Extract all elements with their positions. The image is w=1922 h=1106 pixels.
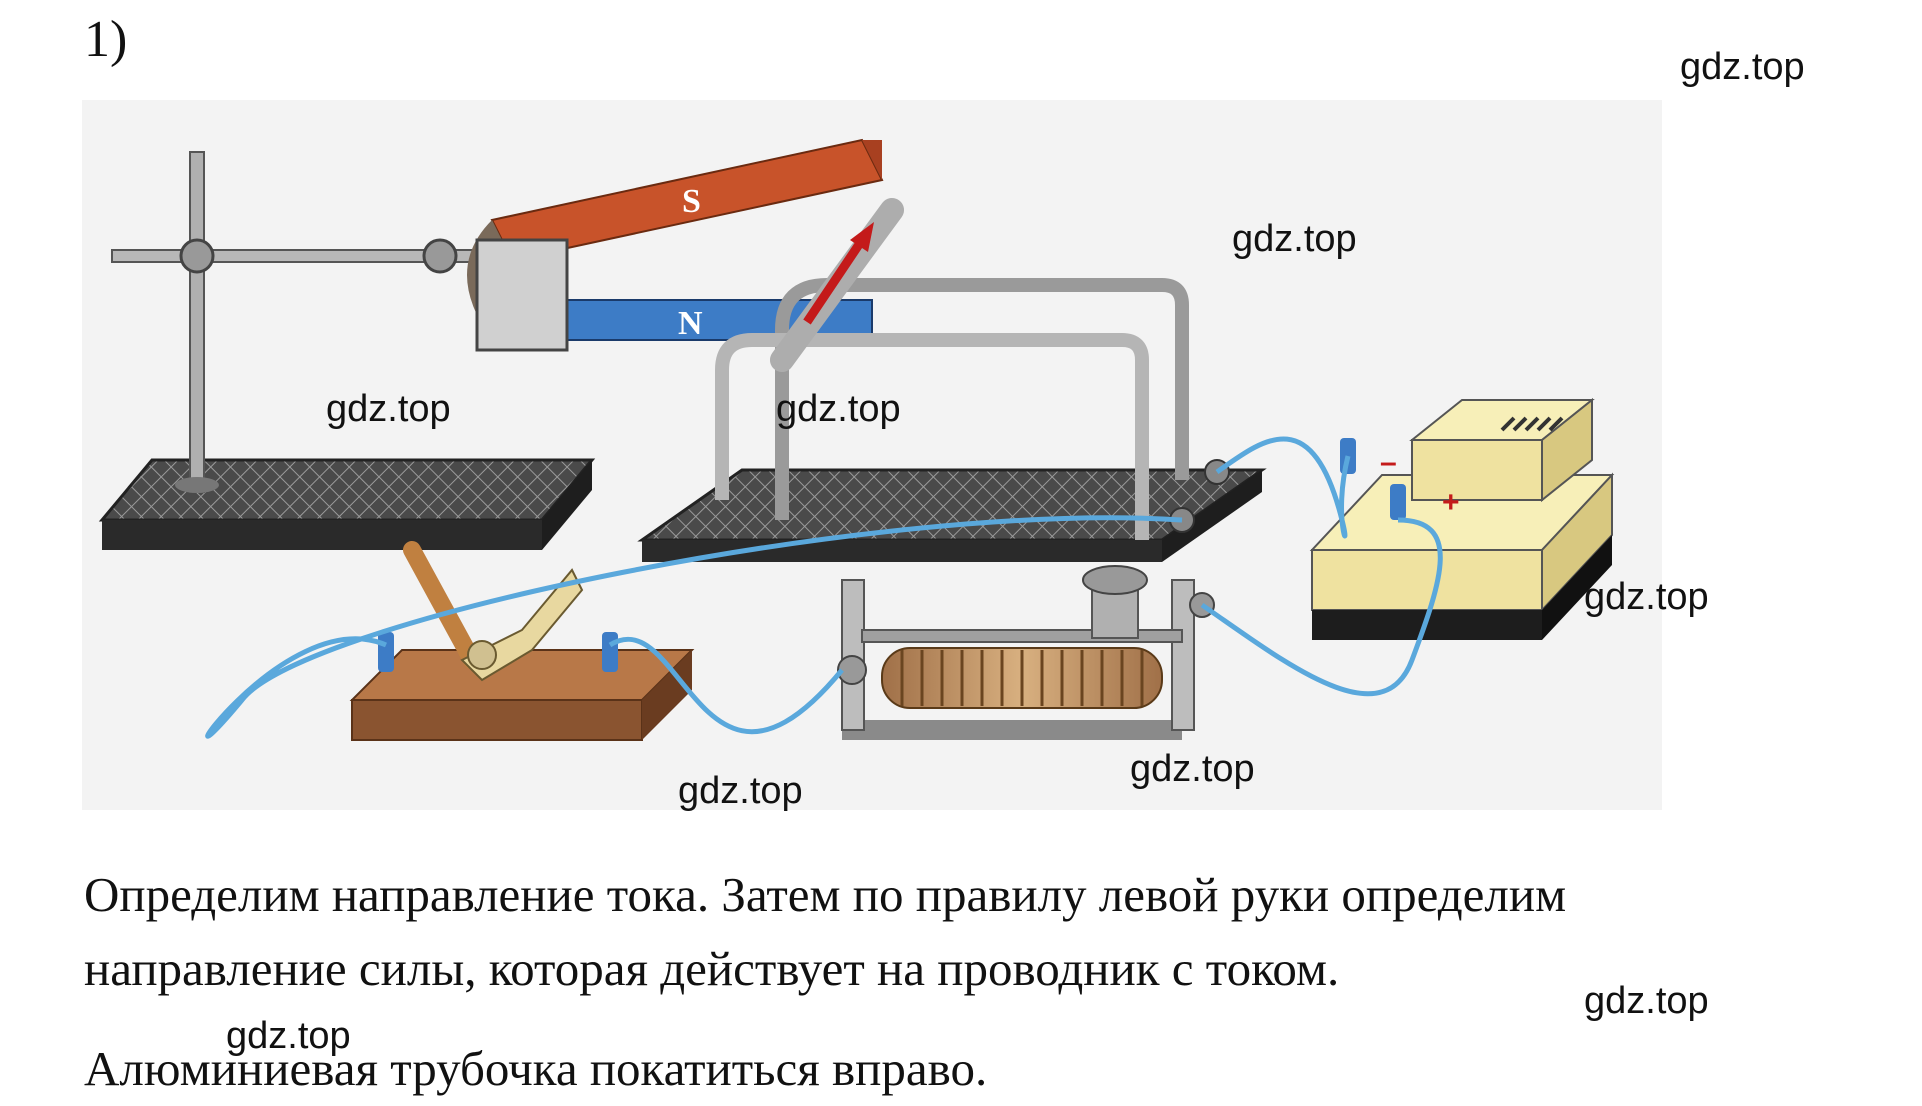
vent-lines-icon	[1500, 416, 1564, 432]
terminal-icon	[378, 632, 394, 672]
battery-plus-label: +	[1442, 486, 1460, 519]
watermark: gdz.top	[1232, 218, 1357, 260]
terminal-icon	[837, 655, 867, 685]
answer-line-1: Определим направление тока. Затем по пра…	[84, 867, 1567, 922]
clamp-icon	[422, 238, 458, 274]
answer-line-2: направление силы, которая действует на п…	[84, 941, 1340, 996]
answer-conclusion: Алюминиевая трубочка покатиться вправо.	[84, 1041, 988, 1096]
watermark: gdz.top	[678, 770, 803, 812]
terminal-icon	[602, 632, 618, 672]
physics-figure: S N	[82, 100, 1662, 810]
watermark: gdz.top	[1584, 980, 1709, 1022]
watermark: gdz.top	[226, 1015, 351, 1057]
magnet-pole-s: S	[682, 183, 701, 220]
watermark: gdz.top	[776, 388, 901, 430]
watermark: gdz.top	[1584, 576, 1709, 618]
force-arrow-icon	[803, 222, 874, 325]
battery-minus-label: –	[1380, 446, 1397, 479]
watermark: gdz.top	[1680, 46, 1805, 88]
power-supply: – +	[1309, 397, 1615, 640]
lab-stand	[98, 151, 596, 550]
coil-windings-icon	[900, 650, 1144, 706]
problem-number: 1)	[84, 11, 128, 68]
watermark: gdz.top	[1130, 748, 1255, 790]
terminal-icon	[1390, 484, 1406, 520]
watermark: gdz.top	[326, 388, 451, 430]
clamp-icon	[179, 238, 215, 274]
rail-stand	[637, 278, 1267, 562]
rheostat	[837, 565, 1215, 740]
magnet-pole-n: N	[678, 305, 703, 342]
connecting-wires	[205, 436, 1443, 739]
knife-switch	[349, 541, 695, 741]
